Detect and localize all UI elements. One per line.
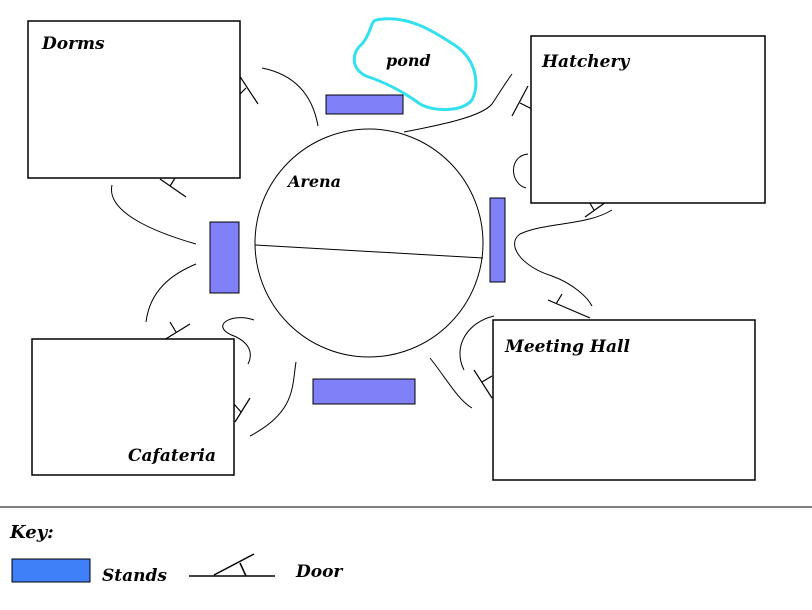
paths bbox=[111, 67, 613, 437]
key-title: Key: bbox=[9, 522, 54, 543]
key-door-icon bbox=[189, 553, 275, 577]
building-hatchery[interactable]: Hatchery bbox=[530, 35, 766, 204]
door-meeting-hall-top bbox=[547, 293, 591, 319]
key-stands-label: Stands bbox=[102, 566, 167, 586]
arena-divider-line bbox=[254, 244, 484, 259]
door-cafeteria-top bbox=[163, 321, 191, 341]
building-dorms-label: Dorms bbox=[41, 34, 105, 54]
pond-label: pond bbox=[386, 51, 431, 70]
building-cafeteria[interactable]: Cafateria bbox=[31, 338, 235, 476]
arena-outline bbox=[254, 128, 484, 358]
path-dorms-arena-left bbox=[111, 184, 197, 245]
stands bbox=[209, 94, 506, 405]
path-dorms-arena-top bbox=[261, 67, 319, 127]
building-meeting-hall-outline bbox=[492, 319, 756, 481]
door-hatchery-left bbox=[511, 85, 533, 117]
path-arena-top-hatchery bbox=[403, 73, 513, 133]
pond-outline bbox=[352, 17, 478, 111]
building-cafeteria-label: Cafateria bbox=[128, 446, 216, 466]
key-door-label: Door bbox=[295, 562, 343, 582]
door-meeting-hall-left bbox=[473, 369, 493, 399]
pond[interactable]: pond bbox=[352, 17, 478, 111]
arena[interactable]: Arena bbox=[254, 128, 484, 358]
path-cafeteria-arena-left bbox=[145, 263, 197, 323]
stands-left[interactable] bbox=[209, 221, 240, 294]
path-arena-meeting-hall bbox=[429, 357, 473, 409]
path-cafeteria-stands-bottom bbox=[249, 361, 297, 437]
building-meeting-hall-label: Meeting Hall bbox=[504, 337, 630, 357]
map-key: Key: Stands Door bbox=[9, 522, 343, 586]
stands-top[interactable] bbox=[325, 94, 404, 115]
path-arena-hatchery-curl bbox=[513, 153, 529, 189]
stands-bottom[interactable] bbox=[312, 378, 416, 405]
building-hatchery-outline bbox=[530, 35, 766, 204]
path-hatchery-arena-curl bbox=[459, 315, 495, 371]
building-dorms-outline bbox=[27, 20, 241, 179]
building-dorms[interactable]: Dorms bbox=[27, 20, 241, 179]
building-hatchery-label: Hatchery bbox=[541, 52, 630, 72]
stands-right[interactable] bbox=[489, 197, 506, 283]
building-meeting-hall[interactable]: Meeting Hall bbox=[492, 319, 756, 481]
path-cafeteria-arena-curl bbox=[222, 317, 255, 365]
key-stands-swatch bbox=[11, 558, 91, 583]
path-hatchery-arena-right bbox=[514, 209, 613, 307]
arena-label: Arena bbox=[286, 172, 341, 191]
building-cafeteria-outline bbox=[31, 338, 235, 476]
door-cafeteria-right bbox=[233, 397, 251, 423]
